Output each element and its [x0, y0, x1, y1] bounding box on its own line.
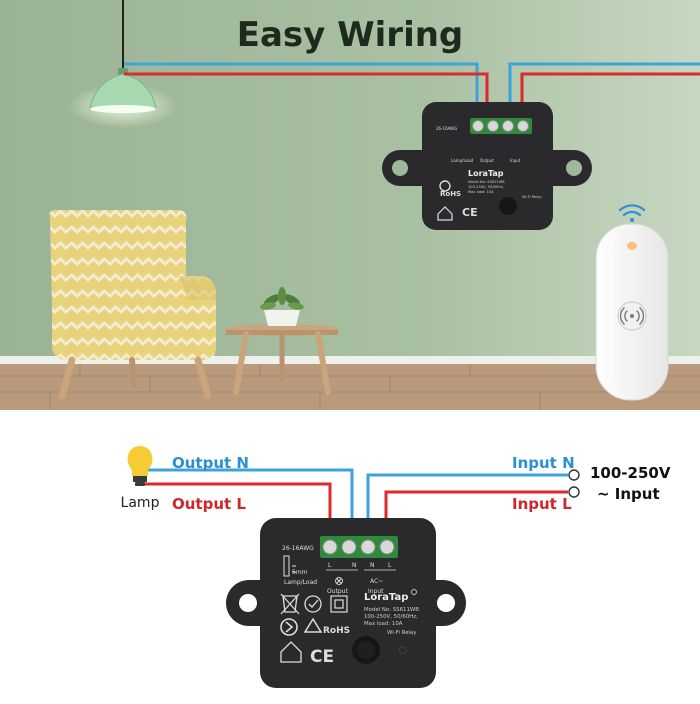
relay-top-model: Model No: SS611WB [468, 180, 505, 184]
floor [0, 364, 700, 410]
registered-mark-icon [411, 589, 417, 595]
supply-voltage-label: 100-250V [590, 464, 671, 482]
relay-max-load: Max load: 10A [364, 621, 403, 627]
status-led-icon [399, 646, 407, 654]
terminal-label-2: N [352, 562, 357, 569]
relay-bottom: 26-16AWG 5mm L N N L Lamp/Load Output AC… [226, 518, 466, 688]
terminal-label-4: L [388, 562, 392, 569]
wifi-icon [618, 204, 646, 222]
wireless-remote [595, 204, 669, 401]
relay-ce-mark: CE [310, 647, 334, 667]
room-scene: Easy Wiring 26-16AWG [0, 0, 700, 410]
lamp-symbol-icon [335, 577, 343, 585]
relay-top: 26-16AWG Lamp/Load Output Input LoraTap … [382, 102, 592, 230]
relay-top-button [499, 197, 517, 215]
relay-output-label: Output [327, 588, 348, 595]
relay-top-gauge: 26-16AWG [436, 126, 457, 131]
recycle-icon [280, 618, 298, 636]
baseboard [0, 356, 700, 364]
relay-ac-label: AC~ [370, 578, 383, 585]
armchair [49, 210, 216, 400]
wire-output-n [140, 468, 354, 538]
relay-model: Model No: SS611WB [364, 607, 419, 613]
relay-top-load-label: Lamp/Load [451, 158, 474, 163]
input-n-terminal [568, 469, 580, 481]
indoor-use-house-icon [280, 641, 302, 663]
potted-plant [260, 287, 304, 326]
relay-top-max-load: Max load: 10A [468, 190, 494, 194]
relay-top-output-label: Output [480, 158, 494, 163]
wire-strip-icon [283, 555, 296, 577]
schematic: Lamp Output N Output L Input N Input L 1… [121, 446, 671, 688]
safety-mark-icon [304, 595, 322, 613]
pendant-lamp [68, 0, 178, 128]
wire-input-n [366, 473, 568, 538]
lamp-label: Lamp [121, 495, 160, 511]
input-l-label: Input L [512, 495, 572, 513]
side-table [224, 324, 340, 395]
double-insulation-icon [330, 595, 348, 613]
relay-top-brand: LoraTap [468, 169, 504, 178]
supply-input-label: ~ Input [597, 485, 660, 503]
relay-type: Wi-Fi Relay [387, 630, 417, 636]
relay-top-voltage: 100-250V, 50/60Hz, [468, 185, 504, 189]
relay-rohs: RoHS [323, 626, 350, 636]
relay-top-house-icon [437, 206, 453, 221]
output-n-label: Output N [172, 454, 249, 472]
relay-voltage: 100-250V, 50/60Hz, [364, 614, 418, 620]
terminal-label-1: L [328, 562, 332, 569]
relay-strip-length: 5mm [292, 569, 308, 576]
relay-load-label: Lamp/Load [284, 579, 317, 586]
output-l-label: Output L [172, 495, 246, 513]
wireless-signal-icon [619, 307, 645, 325]
terminal-label-3: N [370, 562, 375, 569]
relay-input-label: Input [368, 588, 384, 595]
weee-bin-icon [280, 593, 300, 615]
input-l-terminal [568, 486, 580, 498]
relay-wire-gauge: 26-16AWG [282, 545, 314, 552]
relay-top-ce: CE [462, 206, 478, 219]
headline: Easy Wiring [237, 15, 464, 55]
recycling-triangle-icon [303, 617, 323, 633]
relay-top-recycle-icon [439, 180, 451, 192]
relay-brand: LoraTap [364, 592, 408, 603]
input-n-label: Input N [512, 454, 575, 472]
relay-top-type: Wi-Fi Relay [522, 195, 542, 199]
relay-top-rohs: RoHS [440, 190, 461, 198]
relay-top-input-label: Input [510, 158, 521, 163]
lamp-bulb-icon [127, 446, 153, 486]
